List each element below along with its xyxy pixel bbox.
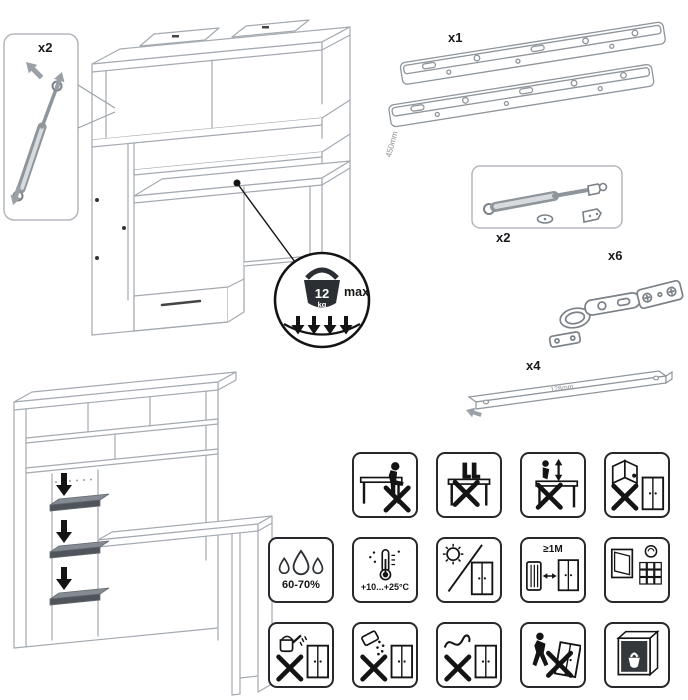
- door-handle: [262, 26, 269, 29]
- warning-heavy-load-bottom: [604, 622, 670, 688]
- strut-kit-qty: x2: [496, 230, 511, 245]
- warning-humidity: 60-70%: [268, 537, 334, 603]
- max-load-value: 12: [315, 286, 329, 301]
- slides-qty: x1: [448, 30, 463, 45]
- kettlebell-icon: 12 kg: [304, 267, 340, 309]
- max-load-unit: kg: [318, 300, 327, 309]
- no-hanging-on-doors-icon: [609, 459, 665, 513]
- drawer-slide-icon: [388, 21, 666, 128]
- gas-strut-kit-icon: [471, 165, 623, 229]
- no-spilling-icon: [357, 630, 413, 683]
- gas-strut-inset: [3, 33, 116, 221]
- shelf-insert: [49, 493, 110, 512]
- warning-no-moving-loaded: [520, 622, 586, 688]
- heater-distance-icon: [526, 558, 579, 591]
- warning-no-standing: [436, 452, 502, 518]
- door-knob: [122, 226, 126, 230]
- desk-front-drawing: [13, 371, 273, 696]
- warning-no-scratching: [436, 622, 502, 688]
- keep-from-sunlight-icon: [442, 543, 494, 596]
- motion-arrows: [10, 62, 65, 205]
- warning-heater-distance: ≥1M: [520, 537, 586, 603]
- rail-icon: [466, 370, 673, 418]
- heavy-load-bottom-icon: [616, 630, 660, 677]
- warning-no-lifting: [520, 452, 586, 518]
- warning-no-spilling: [352, 622, 418, 688]
- door-handle: [172, 35, 179, 38]
- hinge-mark: [95, 198, 99, 202]
- warning-keep-from-sunlight: [436, 537, 502, 603]
- ventilation-icon: [610, 544, 662, 585]
- rail-qty: x4: [526, 358, 541, 373]
- no-sitting-icon: [359, 462, 413, 513]
- insert-arrows: [56, 473, 72, 590]
- desk-with-hutch-drawing: [91, 19, 351, 336]
- drawer-handle: [160, 299, 202, 307]
- hinge-mark: [95, 256, 99, 260]
- humidity-value: 60-70%: [282, 579, 320, 591]
- load-arrows: [291, 316, 353, 335]
- warning-temperature: +10...+25°C: [352, 537, 418, 603]
- max-load-callout: 12 kg max: [233, 179, 371, 349]
- warning-ventilation: [604, 537, 670, 603]
- warning-no-watering: [268, 622, 334, 688]
- max-load-suffix: max: [344, 285, 369, 299]
- warning-no-hanging-on-doors: [604, 452, 670, 518]
- temperature-range: +10...+25°C: [360, 582, 410, 592]
- strut-inset-qty: x2: [38, 40, 53, 55]
- warning-no-sitting: [352, 452, 418, 518]
- temperature-icon: [369, 549, 400, 581]
- no-watering-icon: [273, 634, 329, 683]
- no-moving-loaded-icon: [532, 632, 581, 678]
- shelf-inserts: [49, 473, 110, 606]
- shelf-insert: [49, 587, 110, 606]
- humidity-icon: [278, 549, 324, 576]
- hinge-qty: x6: [608, 248, 623, 263]
- cabinet-hinge-icon: [548, 279, 684, 348]
- no-lifting-icon: [534, 458, 579, 513]
- peg-holes: [55, 478, 92, 483]
- no-standing-icon: [447, 462, 491, 513]
- shelf-insert: [49, 540, 110, 559]
- no-scratching-icon: [443, 634, 497, 683]
- heater-distance-value: ≥1M: [543, 543, 563, 555]
